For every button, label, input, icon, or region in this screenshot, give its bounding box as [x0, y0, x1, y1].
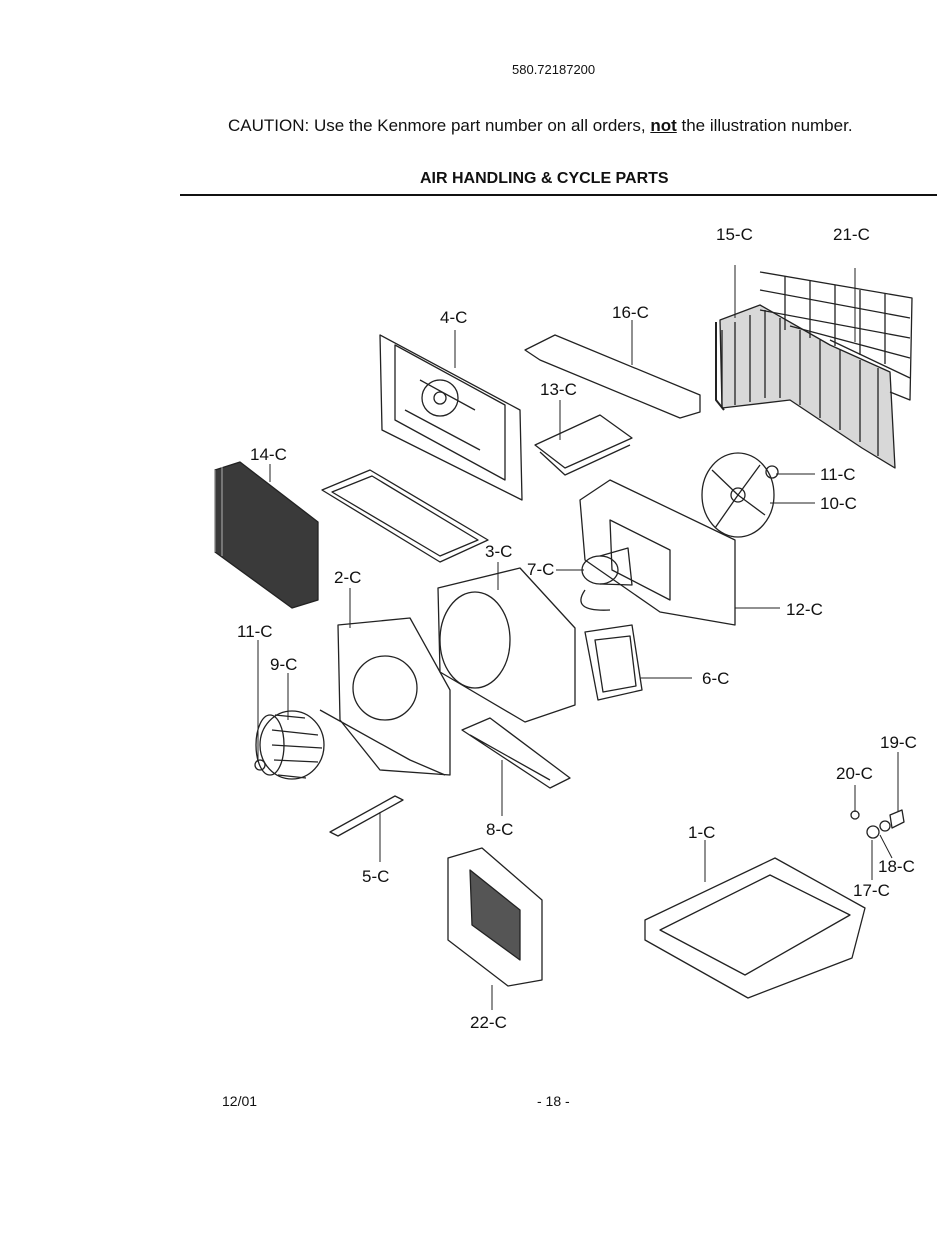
part-label-9c: 9-C [270, 655, 297, 674]
part-label-5c: 5-C [362, 867, 389, 886]
screw-illustration [851, 811, 859, 819]
part-label-12c: 12-C [786, 600, 823, 619]
fan-motor-illustration [581, 548, 632, 610]
part-label-16c: 16-C [612, 303, 649, 322]
part-label-13c: 13-C [540, 380, 577, 399]
thermistor-illustration [330, 796, 403, 836]
part-label-10c: 10-C [820, 494, 857, 513]
part-label-7c: 7-C [527, 560, 554, 579]
page-number: - 18 - [537, 1093, 570, 1109]
motor-bracket-illustration [585, 625, 642, 700]
part-label-18c: 18-C [878, 857, 915, 876]
bracket-illustration [535, 415, 632, 475]
part-label-19c: 19-C [880, 733, 917, 752]
filter-grille-illustration [448, 848, 542, 986]
base-pan-illustration [645, 858, 865, 998]
part-label-11c-lower: 11-C [237, 622, 273, 641]
condenser-fan-illustration [702, 453, 774, 537]
baffle-illustration [525, 335, 700, 418]
part-label-1c: 1-C [688, 823, 715, 842]
part-label-20c: 20-C [836, 764, 873, 783]
grommet-illustration [880, 821, 890, 831]
part-label-11c-upper: 11-C [820, 465, 856, 484]
part-label-3c: 3-C [485, 542, 512, 561]
part-label-14c: 14-C [250, 445, 287, 464]
part-label-22c: 22-C [470, 1013, 507, 1032]
orifice-panel-illustration [320, 618, 450, 775]
rail-illustration [462, 718, 570, 788]
footer-date: 12/01 [222, 1093, 257, 1109]
part-label-17c: 17-C [853, 881, 890, 900]
washer-illustration [867, 826, 879, 838]
part-label-8c: 8-C [486, 820, 513, 839]
part-label-2c: 2-C [334, 568, 361, 587]
part-label-4c: 4-C [440, 308, 467, 327]
back-panel-illustration [380, 335, 522, 500]
scroll-housing-illustration [438, 568, 575, 722]
partition-plate-illustration [322, 470, 488, 562]
fan-shroud-illustration [580, 480, 735, 625]
drain-cap-illustration [890, 810, 904, 828]
condenser-coil-illustration [716, 305, 895, 468]
part-label-6c: 6-C [702, 669, 729, 688]
blower-wheel-illustration [256, 711, 324, 779]
evaporator-coil-illustration [215, 462, 318, 608]
part-label-21c: 21-C [833, 225, 870, 244]
part-label-15c: 15-C [716, 225, 753, 244]
